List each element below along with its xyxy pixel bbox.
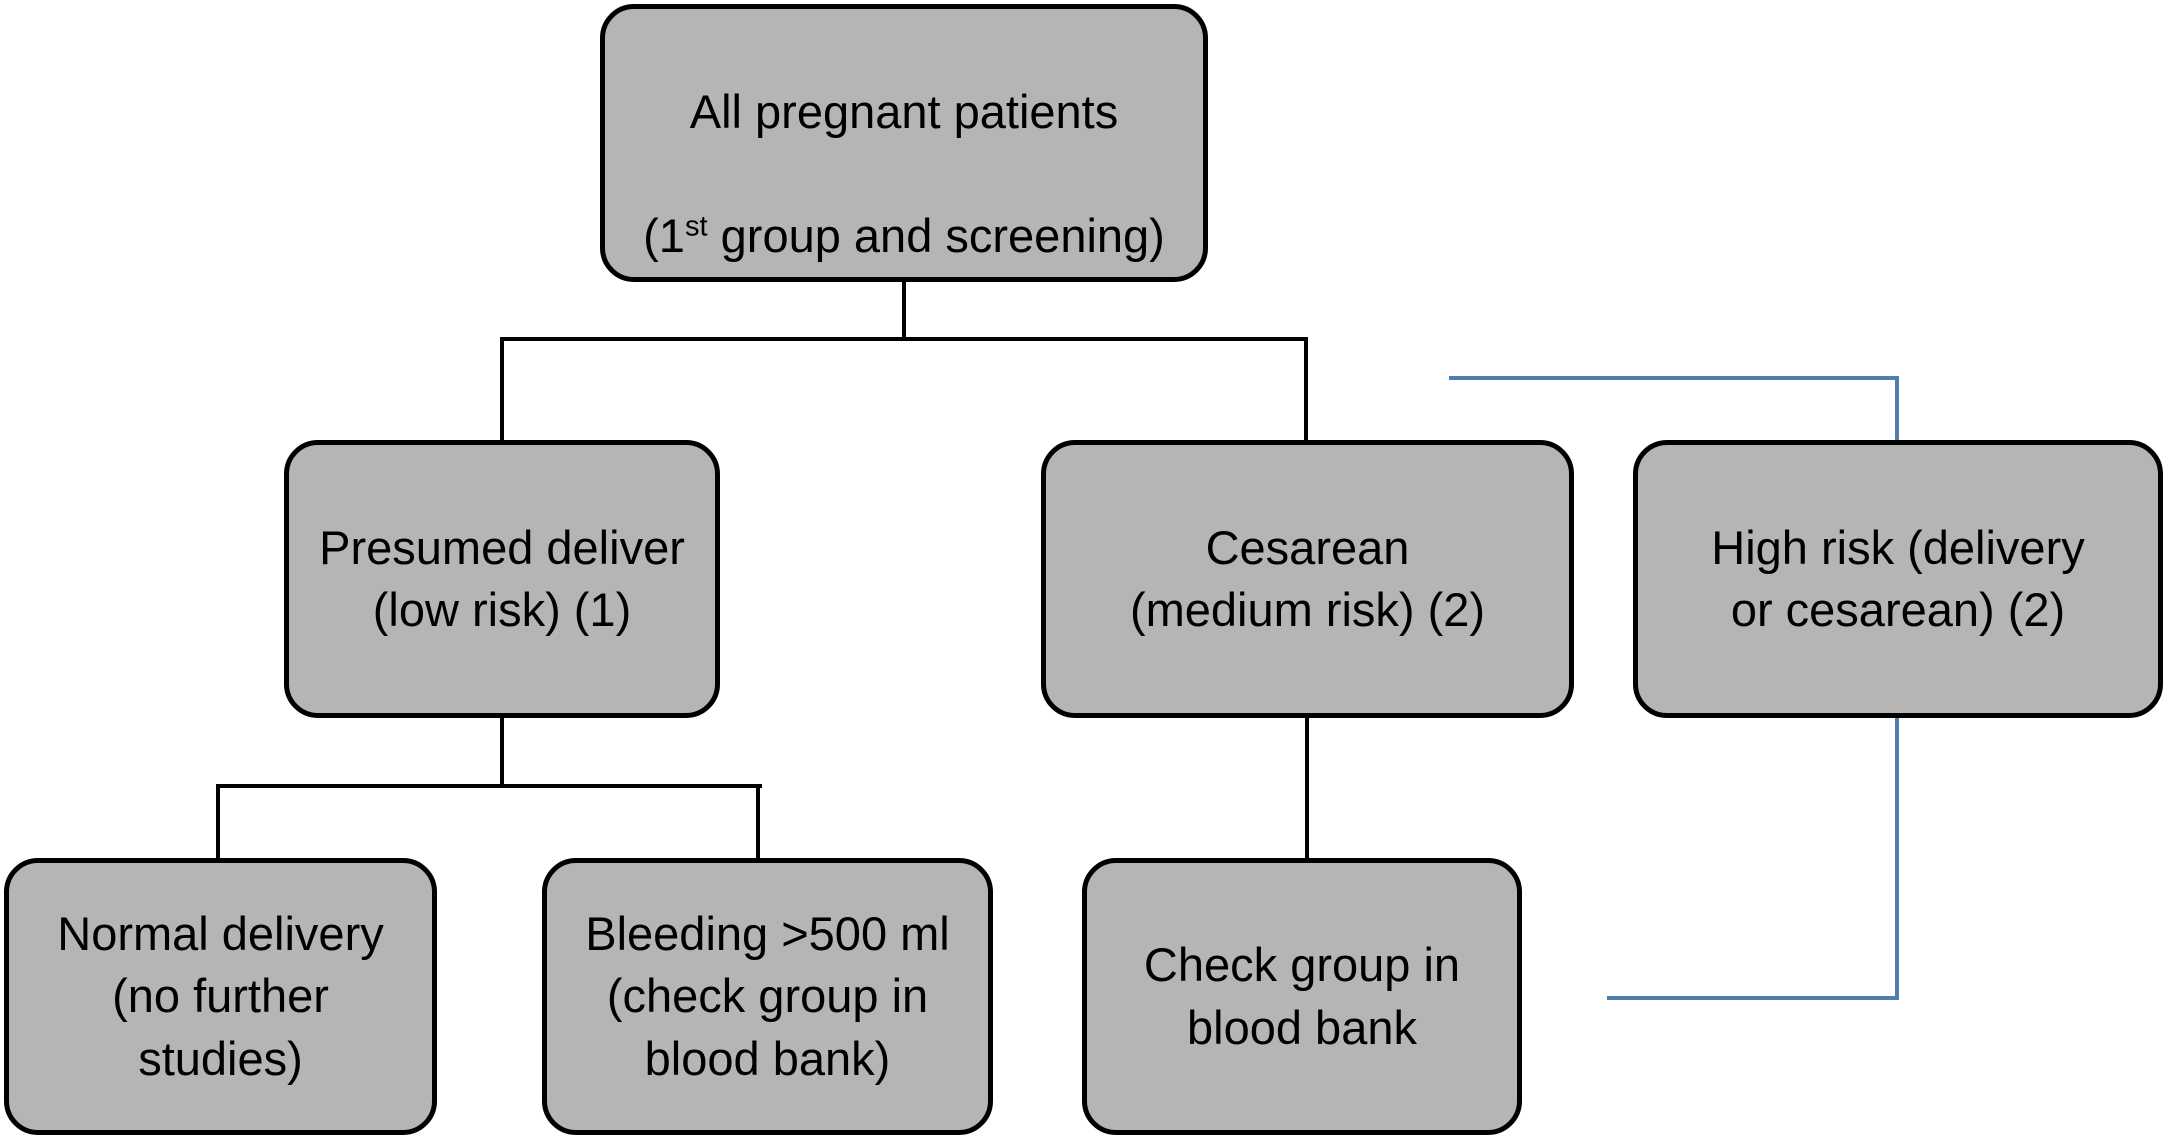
node-high-risk-label: High risk (delivery or cesarean) (2) [1711, 520, 2085, 636]
highlight-connector-top-vertical [1895, 376, 1899, 444]
root-line2-prefix: (1 [643, 209, 685, 263]
root-line2-superscript: st [684, 210, 708, 243]
connector-subbranch-horizontal [216, 784, 762, 788]
highlight-connector-bottom-vertical [1895, 714, 1899, 1000]
connector-presumed-stem [500, 714, 504, 788]
connector-root-stem [902, 278, 906, 341]
node-normal-delivery-label: Normal delivery (no further studies) [57, 907, 384, 1085]
connector-branch-left [500, 337, 504, 444]
node-check-group-blood-bank-label: Check group in blood bank [1143, 938, 1461, 1054]
connector-branch-right [1304, 337, 1308, 444]
node-presumed-deliver: Presumed deliver (low risk) (1) [284, 440, 720, 718]
node-high-risk: High risk (delivery or cesarean) (2) [1633, 440, 2163, 718]
highlight-connector-top-horizontal [1449, 376, 1899, 380]
node-presumed-deliver-label: Presumed deliver (low risk) (1) [319, 520, 685, 636]
connector-branch-horizontal [500, 337, 1308, 341]
connector-subbranch-right [756, 784, 760, 862]
connector-subbranch-left [216, 784, 220, 862]
highlight-connector-bottom-horizontal [1607, 996, 1899, 1000]
node-check-group-blood-bank: Check group in blood bank [1082, 858, 1522, 1135]
node-all-pregnant-patients-label: All pregnant patients (1st group and scr… [643, 19, 1165, 267]
node-normal-delivery: Normal delivery (no further studies) [4, 858, 437, 1135]
node-bleeding-label: Bleeding >500 ml (check group in blood b… [585, 907, 950, 1085]
root-line2-suffix: group and screening) [707, 209, 1165, 263]
connector-cesarean-stem [1305, 714, 1309, 862]
node-cesarean-label: Cesarean (medium risk) (2) [1129, 520, 1486, 636]
node-cesarean: Cesarean (medium risk) (2) [1041, 440, 1574, 718]
node-all-pregnant-patients: All pregnant patients (1st group and scr… [600, 4, 1208, 282]
node-bleeding: Bleeding >500 ml (check group in blood b… [542, 858, 993, 1135]
root-line1: All pregnant patients [689, 84, 1119, 138]
